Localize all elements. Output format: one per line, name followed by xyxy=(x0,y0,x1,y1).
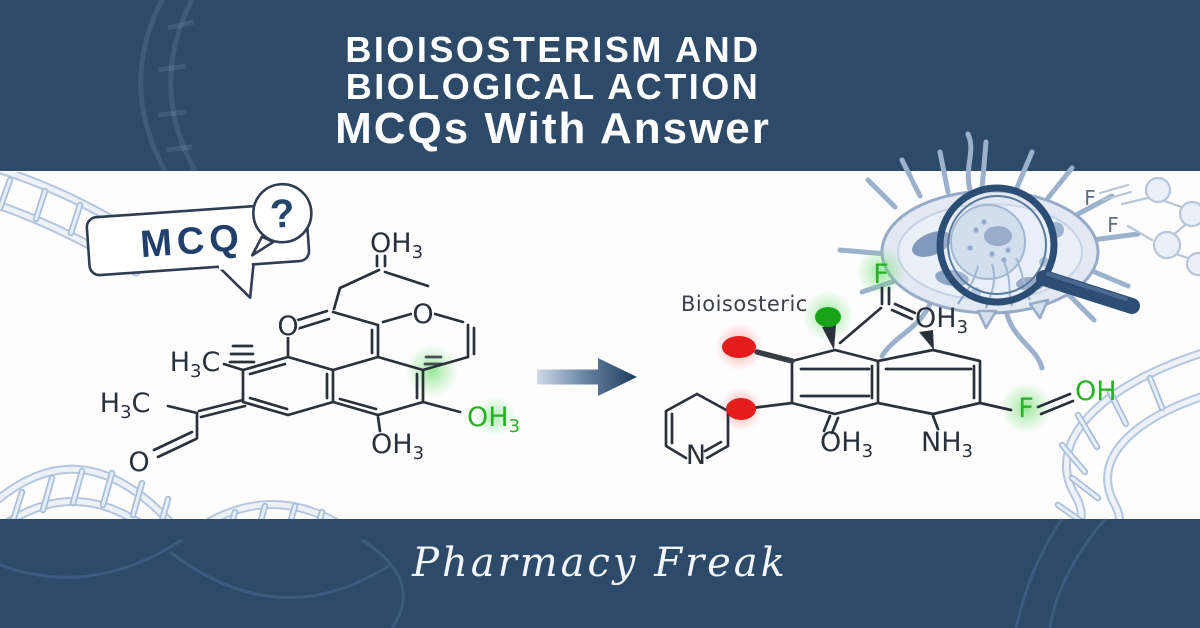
dna-helix-icon xyxy=(0,464,340,519)
label-pyridine-n: N xyxy=(686,440,706,471)
label-oh3-bottom: OH3 xyxy=(371,429,424,464)
highlight-dot-red xyxy=(722,336,756,358)
highlight-dot-green xyxy=(815,307,841,327)
brand-signature: Pharmacy Freak xyxy=(412,540,788,586)
title-block: BIOISOSTERISM AND BIOLOGICAL ACTION MCQs… xyxy=(0,0,1106,177)
label-methyl-upper: H3C xyxy=(170,347,221,382)
caption-bioisosteric: Bioisosteric xyxy=(681,292,808,316)
label-oh3-top: OH3 xyxy=(370,228,423,263)
molecule-right: Bioisosteric F OH3 OH3 NH3 F OH N xyxy=(664,247,1117,471)
dna-helix-icon xyxy=(1054,349,1200,519)
green-highlight-glow xyxy=(474,395,516,437)
label-oh3-green: OH3 xyxy=(467,402,520,437)
label-ring-o: O xyxy=(277,311,298,342)
magnifier-icon xyxy=(936,184,1140,314)
header-watermark-dna xyxy=(138,0,198,173)
question-mark: ? xyxy=(269,191,296,237)
green-highlight-glow xyxy=(1000,382,1052,434)
wedge-bond xyxy=(822,325,836,350)
label-aldehyde-o: O xyxy=(128,447,149,478)
label-oh3-bottomright: OH3 xyxy=(820,427,873,462)
label-oh-right: OH xyxy=(1075,376,1117,407)
molecule-left: OH3 O O H3C H3C O OH3 OH3 xyxy=(100,228,520,478)
sketch-f-label: F xyxy=(1084,186,1096,210)
title-line2: BIOLOGICAL ACTION xyxy=(345,65,761,107)
molecule-sketch-icon: F F xyxy=(1084,176,1200,277)
green-highlight-glow xyxy=(405,344,459,398)
highlight-dot-red xyxy=(726,398,756,420)
green-highlight-glow xyxy=(856,247,906,297)
sketch-f-label: F xyxy=(1107,213,1119,237)
arrow-right-icon xyxy=(537,358,637,396)
title-line3: MCQs With Answer xyxy=(335,103,771,153)
question-bubble-icon: ? xyxy=(250,182,313,257)
title-line1: BIOISOSTERISM AND xyxy=(345,28,761,70)
label-f-top: F xyxy=(873,259,889,290)
wedge-bond xyxy=(919,330,934,350)
footer-band xyxy=(0,519,1200,628)
header-band xyxy=(0,0,1200,171)
label-oh3-topright: OH3 xyxy=(915,303,968,338)
label-methyl-lower: H3C xyxy=(100,388,151,423)
footer-watermark-dna xyxy=(0,518,1107,628)
label-pyran-o: O xyxy=(412,299,433,330)
label-f-right: F xyxy=(1018,393,1034,424)
mcq-label: MCQ xyxy=(139,217,245,266)
label-nh3: NH3 xyxy=(921,427,973,462)
